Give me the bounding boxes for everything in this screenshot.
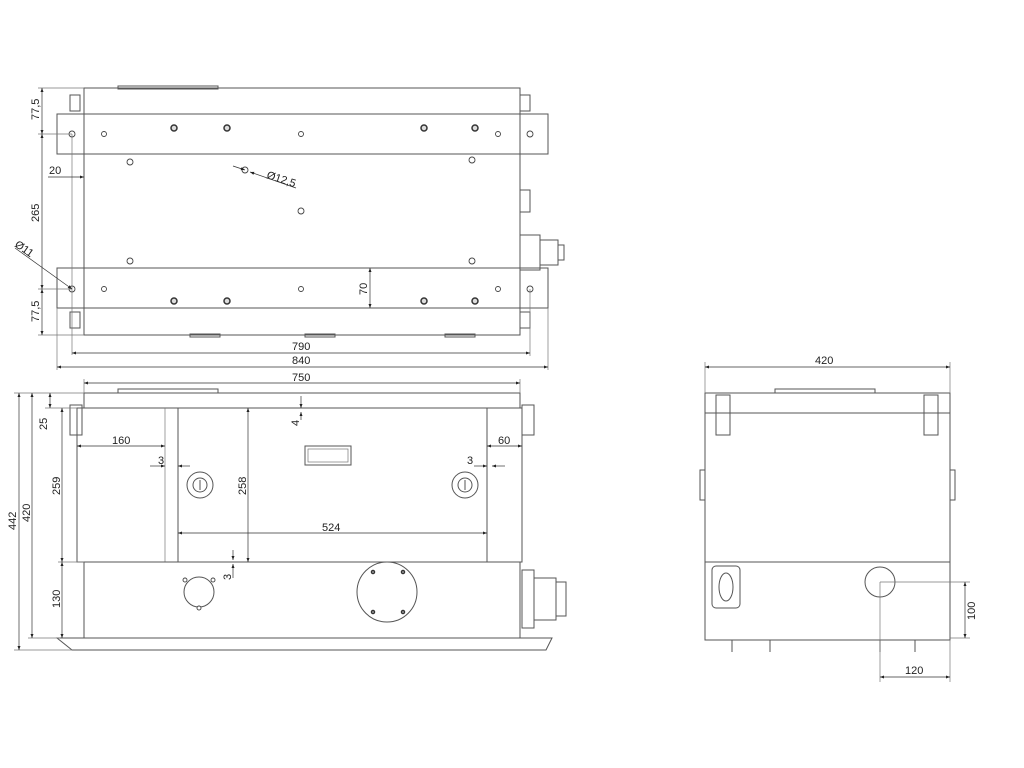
dim-bottom-gap: 3	[222, 574, 234, 580]
latch-icon	[69, 404, 83, 436]
port-small	[183, 576, 215, 608]
cable-connector	[519, 189, 565, 271]
dim-upper-height: 259	[51, 477, 63, 495]
lid-handle	[774, 388, 876, 394]
cable-connector	[521, 569, 567, 629]
dim-panel-width: 524	[322, 522, 340, 534]
holes	[68, 124, 534, 305]
dim-side-depth: 420	[815, 355, 833, 367]
foot	[189, 333, 221, 338]
dim-bottom-offset: 77,5	[30, 301, 42, 322]
dim-lid-height: 25	[38, 418, 50, 430]
base-plate	[55, 637, 553, 651]
latch-icon	[69, 94, 81, 112]
dim-top-gap: 4	[290, 420, 302, 426]
dim-rail-width: 70	[358, 283, 370, 295]
front-view: 750 442 420 25 259 130 160 60 3 3 4 258 …	[7, 372, 567, 651]
dim-panel-height: 258	[237, 477, 249, 495]
dim-lower-height: 130	[51, 590, 63, 608]
top-view: 77,5 265 77,5 20 Ø12,5 Ø11 70 790 840	[12, 85, 565, 370]
lid-handle-top	[117, 85, 219, 90]
dim-right-panel: 60	[498, 435, 510, 447]
side-lower	[704, 561, 951, 641]
lower-section	[83, 561, 521, 639]
dim-port-height: 100	[966, 602, 978, 620]
dim-hole-large: Ø12,5	[265, 169, 297, 190]
port-large	[356, 561, 418, 623]
dim-top-offset: 77,5	[30, 99, 42, 120]
side-plate	[711, 565, 741, 609]
display-window	[304, 445, 352, 466]
latch-icon	[923, 394, 939, 436]
dim-hole-span: 790	[292, 341, 310, 353]
side-lid	[704, 392, 951, 414]
latch-icon	[519, 94, 531, 112]
latch-icon	[521, 404, 535, 436]
front-panel	[177, 407, 488, 563]
side-view: 420 100 120	[699, 355, 978, 682]
lid	[83, 392, 521, 409]
dim-body-height: 420	[21, 504, 33, 522]
lock-icon	[186, 471, 214, 499]
lid-handle	[117, 388, 219, 394]
dim-port-offset: 120	[905, 665, 923, 677]
dim-gap-left: 3	[158, 455, 164, 467]
latch-icon	[715, 394, 731, 436]
dim-rail-length: 840	[292, 355, 310, 367]
dim-total-height: 442	[7, 512, 19, 530]
dim-edge-offset: 20	[49, 165, 61, 177]
latch-icon	[519, 311, 531, 329]
dim-hole-small: Ø11	[12, 239, 35, 260]
dim-front-width: 750	[292, 372, 310, 384]
mounting-rail-bottom	[56, 267, 549, 309]
foot	[304, 333, 336, 338]
foot	[444, 333, 476, 338]
dim-rail-spacing: 265	[30, 204, 42, 222]
lock-icon	[451, 471, 479, 499]
latch-icon	[69, 311, 81, 329]
upper-section	[76, 407, 523, 563]
dim-left-panel: 160	[112, 435, 130, 447]
dim-gap-right: 3	[467, 455, 473, 467]
side-upper	[704, 412, 951, 563]
